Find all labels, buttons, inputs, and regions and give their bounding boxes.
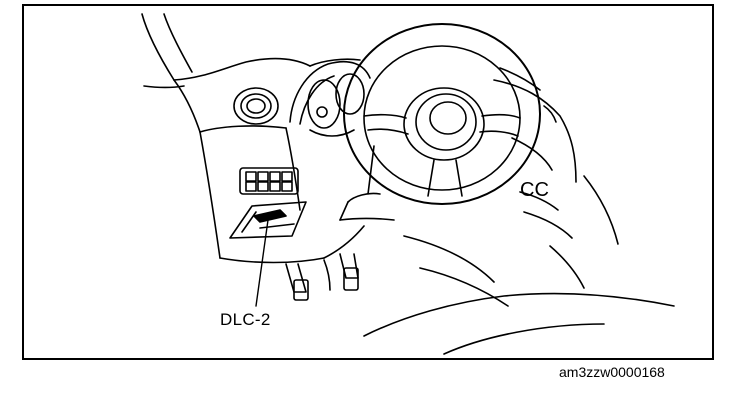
steering-column xyxy=(339,145,395,221)
dlc2-connector xyxy=(229,201,307,239)
steering-wheel xyxy=(343,23,541,205)
center-console xyxy=(511,105,585,289)
lower-dash-panel xyxy=(199,127,365,264)
dashboard-cc-mark: CC xyxy=(520,179,549,201)
switch-panel xyxy=(239,167,299,195)
floor-seat-outline xyxy=(363,175,675,355)
pedals xyxy=(285,253,359,301)
figure-id-caption: am3zzw0000168 xyxy=(559,364,665,380)
dashboard-outline xyxy=(143,57,577,183)
dlc2-callout-label: DLC-2 xyxy=(220,310,271,329)
a-pillar xyxy=(141,13,201,133)
dashboard-illustration: CC xyxy=(141,13,675,355)
callout-leader-line xyxy=(255,219,269,307)
figure-frame: CC xyxy=(22,4,714,360)
round-air-vent xyxy=(233,87,279,125)
instrument-cluster xyxy=(289,60,371,137)
